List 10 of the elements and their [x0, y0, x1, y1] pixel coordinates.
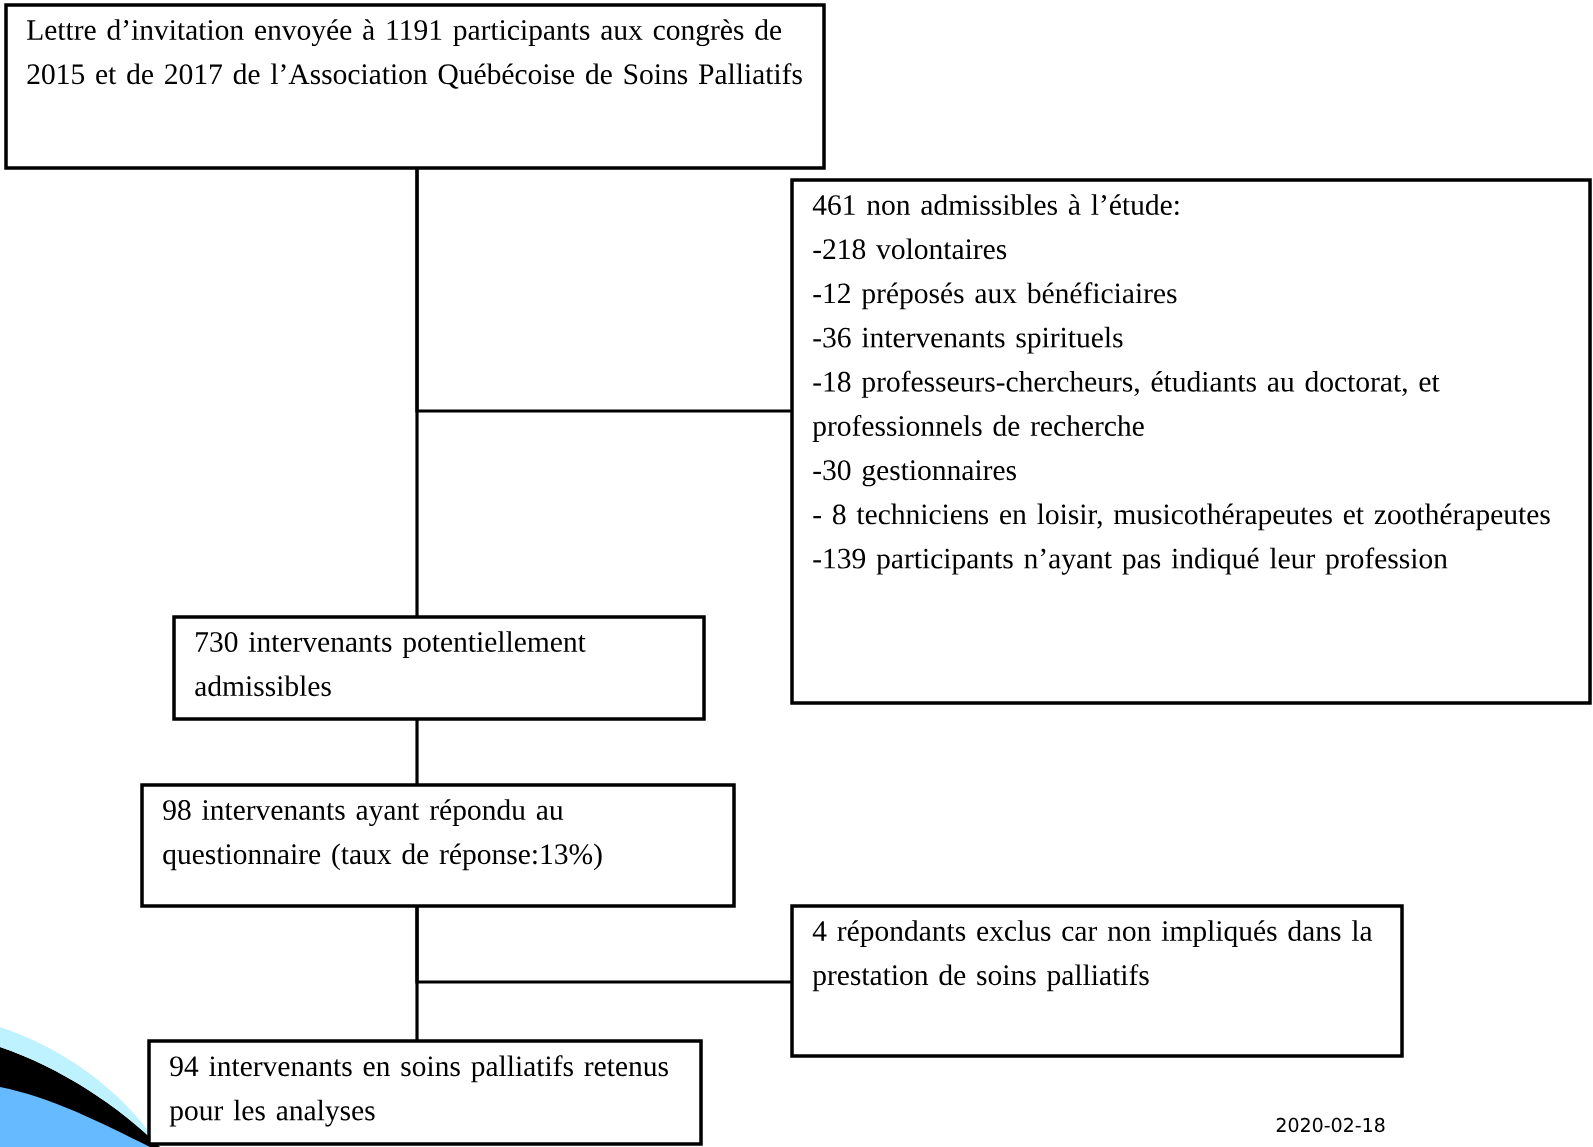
flow-box: 461 non admissibles à l’étude: -218 volontaires -12 préposés aux bénéficiaires -36 intervenants spirituels -18 professeurs-chercheurs, étudiants au doctorat, et professionnels de recherche -30 gestionnaires - 8 techniciens en loisir, musicothérapeutes et zoothérapeutes -139 participants n’ayant pas indiqué leur profession — [790, 178, 1592, 705]
flow-box: 98 intervenants ayant répondu au questionnaire (taux de réponse:13%) — [140, 783, 736, 908]
date-label: 2020-02-18 — [1276, 1117, 1385, 1133]
flow-box: 94 intervenants en soins palliatifs retenus pour les analyses — [147, 1039, 703, 1146]
connector-line — [415, 168, 792, 413]
flow-box: 730 intervenants potentiellement admissibles — [172, 615, 706, 721]
connector-line — [415, 719, 419, 785]
flow-box: Lettre d’invitation envoyée à 1191 participants aux congrès de 2015 et de 2017 de l’Association Québécoise de Soins Palliatifs — [4, 3, 826, 170]
connector-line — [415, 906, 792, 984]
flow-box: 4 répondants exclus car non impliqués dans la prestation de soins palliatifs — [790, 904, 1404, 1058]
